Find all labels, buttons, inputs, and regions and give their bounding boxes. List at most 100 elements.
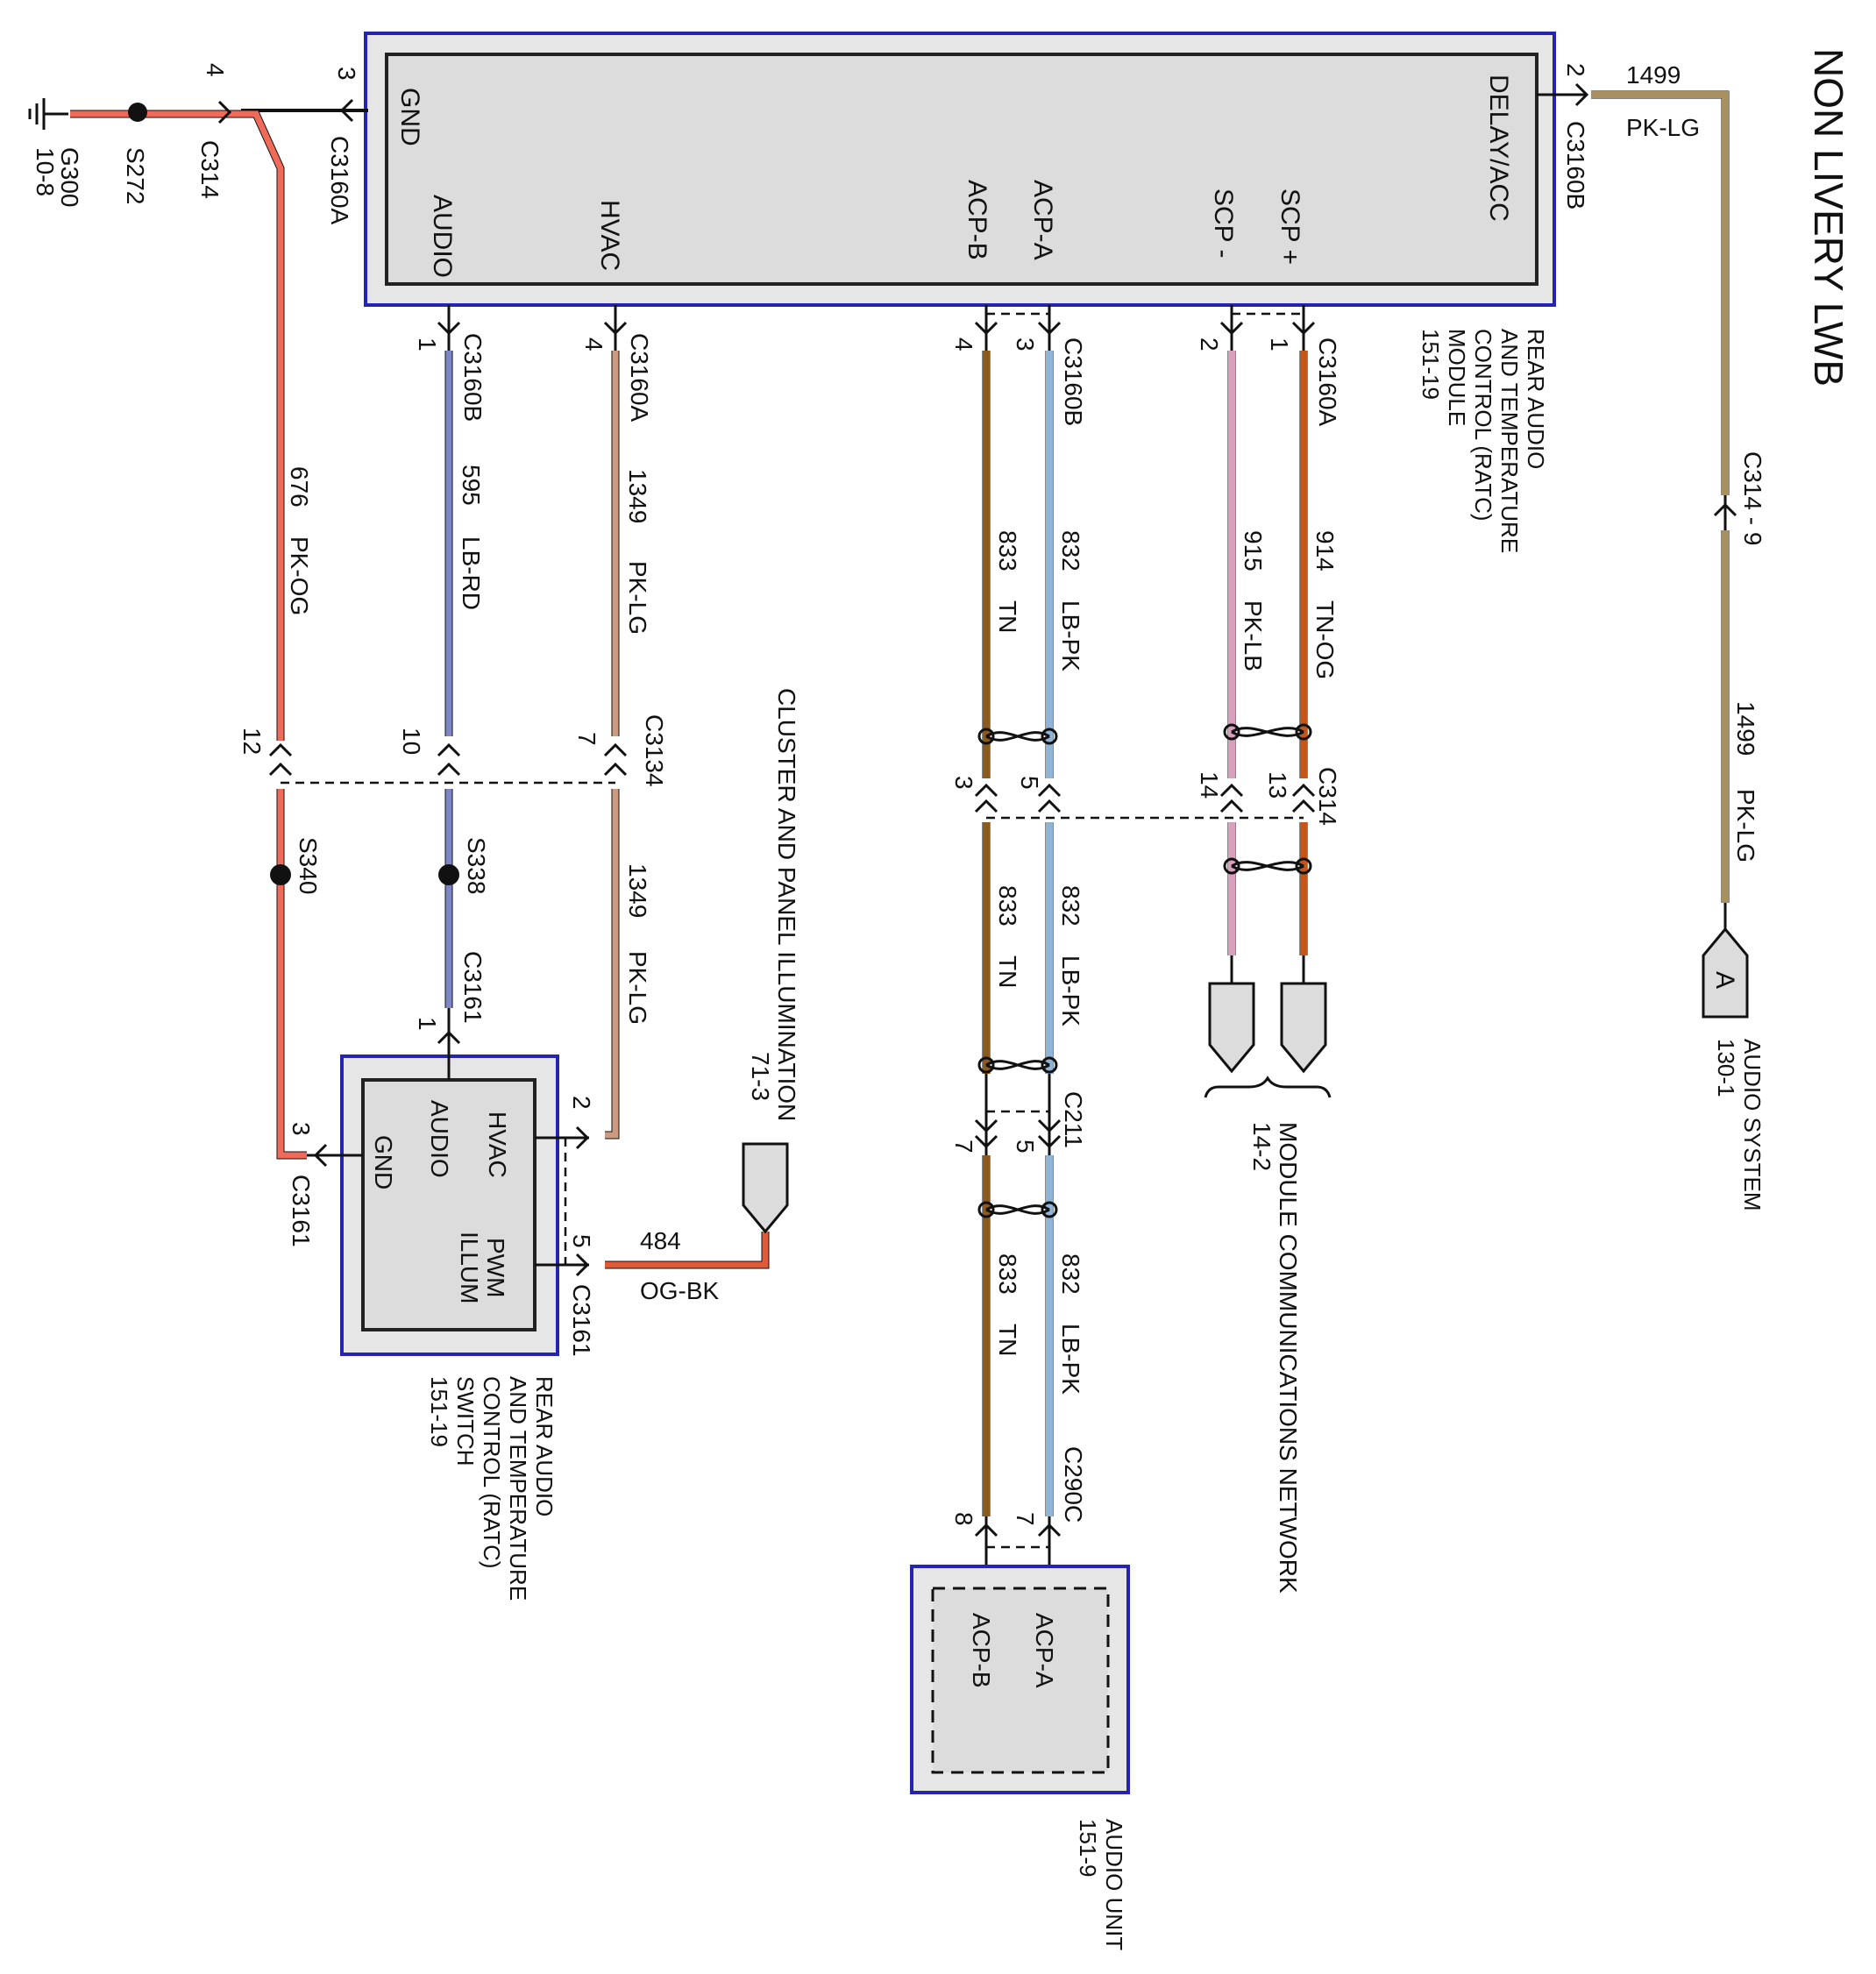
connector-c314-mid-pin-3: 3 (950, 776, 977, 790)
wire-1499a-circuit: 1499 (1626, 61, 1681, 89)
connector-c3160b-acp-b-pin: 4 (950, 337, 977, 351)
connector-c211-pin-7: 7 (950, 1140, 977, 1154)
wire-1499b-circuit: 1499 (1732, 701, 1759, 756)
ratc-pin-audio: AUDIO (428, 195, 457, 278)
svg-text:CONTROL (RATC): CONTROL (RATC) (479, 1376, 505, 1569)
connector-c3160b-delay (1574, 82, 1589, 107)
network-ref-label: MODULE COMMUNICATIONS NETWORK 14-2 (1248, 1122, 1302, 1594)
network-ref-flag-scp-minus[interactable] (1208, 982, 1255, 1074)
connector-c3160a-hvac (603, 321, 628, 336)
switch-pin-gnd: GND (370, 1135, 397, 1189)
ratc-pin-hvac: HVAC (595, 200, 624, 271)
svg-text:CLUSTER AND PANEL ILLUMINATION: CLUSTER AND PANEL ILLUMINATION (773, 688, 800, 1121)
svg-text:AND TEMPERATURE: AND TEMPERATURE (1496, 329, 1523, 553)
ratc-pin-acp-a: ACP-A (1028, 180, 1057, 260)
ground-g300-ref: 10-8 (32, 147, 59, 196)
ratc-pin-gnd: GND (395, 88, 424, 146)
wire-1499a-color: PK-LG (1626, 114, 1700, 141)
connector-c3160a-scp-minus (1219, 321, 1244, 336)
audio-unit-label: AUDIO UNIT 151-9 (1075, 1819, 1127, 1950)
connector-c3160b-audio-label: C3160B (459, 333, 487, 422)
connector-c3134-pin-10: 10 (398, 728, 425, 755)
connector-c314-mid-label: C314 (1314, 767, 1341, 826)
svg-text:REAR AUDIO: REAR AUDIO (531, 1376, 558, 1516)
diagram-title: NON LIVERY LWB (1806, 48, 1851, 387)
cluster-ref-flag[interactable] (742, 1142, 789, 1234)
splice-s338-label: S338 (463, 837, 490, 894)
wire-833c-color: TN (994, 1324, 1021, 1356)
wire-914-color: TN-OG (1311, 600, 1339, 679)
connector-c3160b-acp-a-pin: 3 (1012, 337, 1039, 351)
ratc-pin-acp-b: ACP-B (963, 180, 991, 260)
ratc-pin-scp-plus: SCP + (1276, 188, 1304, 265)
connector-c3160a-hvac-pin: 4 (580, 337, 608, 351)
twisted-pair-acp-2 (977, 1056, 1058, 1074)
cluster-ref-label: CLUSTER AND PANEL ILLUMINATION 71-3 (747, 688, 800, 1121)
svg-text:MODULE: MODULE (1444, 329, 1470, 426)
connector-c3160b-acp-label: C3160B (1060, 337, 1087, 426)
wire-832a-circuit: 832 (1057, 530, 1084, 572)
connector-c3161-hvac-pin: 2 (568, 1096, 595, 1110)
wire-676-color: PK-OG (286, 536, 313, 615)
connector-c211-label: C211 (1060, 1091, 1087, 1148)
connector-c3160b-delay-label: C3160B (1562, 121, 1589, 209)
svg-text:REAR AUDIO: REAR AUDIO (1523, 329, 1549, 469)
connector-c3161-audio (437, 1030, 461, 1045)
twisted-pair-acp-3 (977, 1201, 1058, 1218)
connector-c3160a-ground (339, 98, 354, 123)
switch-pin-illum: ILLUM (456, 1232, 483, 1303)
splice-s340 (270, 864, 291, 885)
ratc-pin-delay-acc: DELAY/ACC (1484, 75, 1513, 222)
audio-unit-pin-acp-a: ACP-A (1031, 1613, 1058, 1688)
connector-c3160a-scp-label: C3160A (1314, 337, 1341, 427)
svg-text:151-19: 151-19 (1418, 329, 1444, 400)
wire-1349-circuit: 1349 (624, 469, 651, 523)
connector-c3160b-delay-pin: 2 (1562, 63, 1589, 77)
connector-c314-ground (217, 100, 232, 124)
wire-833b-color: TN (994, 955, 1021, 988)
switch-pin-audio: AUDIO (426, 1100, 453, 1178)
wire-484-color: OG-BK (640, 1277, 720, 1304)
connector-c290c[interactable] (974, 1523, 1062, 1537)
connector-c3134-pin-12: 12 (238, 728, 266, 755)
connector-c3160b-audio-pin: 1 (414, 337, 441, 351)
audio-system-ref-letter: A (1710, 971, 1739, 989)
network-ref-flag-scp-plus[interactable] (1280, 982, 1327, 1074)
wire-833b-circuit: 833 (994, 885, 1021, 927)
svg-text:AUDIO UNIT: AUDIO UNIT (1101, 1819, 1127, 1950)
splice-s272 (128, 103, 147, 122)
wire-484 (605, 1232, 770, 1269)
svg-text:151-9: 151-9 (1075, 1819, 1101, 1878)
connector-c3160a-scp-plus (1291, 321, 1316, 336)
connector-c314-mid-pin-13: 13 (1264, 771, 1291, 799)
connector-c3161-audio-pin: 1 (414, 1017, 441, 1031)
wire-1349 (605, 351, 620, 1140)
svg-text:151-19: 151-19 (426, 1376, 452, 1447)
splice-s338 (438, 864, 459, 885)
switch-pin-pwm: PWM (482, 1238, 509, 1297)
ratc-switch-label: REAR AUDIO AND TEMPERATURE CONTROL (RATC… (426, 1376, 558, 1601)
connector-c211-pin-5: 5 (1012, 1140, 1039, 1154)
connector-c290c-pin-7: 7 (1012, 1512, 1039, 1526)
ground-g300-label: G300 (56, 147, 83, 208)
ratc-switch-inner (361, 1078, 537, 1331)
connector-c314-label: C314 (196, 140, 224, 199)
connector-c3161-pwm (575, 1253, 590, 1277)
audio-system-ref-flag[interactable] (1702, 927, 1749, 1019)
connector-c3160a-gnd-label: C3160A (326, 136, 353, 225)
wire-915-circuit: 915 (1240, 530, 1267, 572)
audio-unit-pin-acp-b: ACP-B (968, 1613, 995, 1688)
wire-1349b-color: PK-LG (624, 951, 651, 1025)
wire-1349-color: PK-LG (624, 561, 651, 635)
wire-676-circuit: 676 (286, 466, 313, 508)
connector-c3161-hvac (575, 1125, 590, 1150)
wire-833a-circuit: 833 (994, 530, 1021, 572)
connector-c314-mid[interactable] (974, 783, 1316, 813)
connector-c3134[interactable] (268, 742, 628, 777)
connector-c3161-gnd-pin: 3 (288, 1122, 315, 1136)
switch-pin-hvac: HVAC (484, 1111, 511, 1178)
twisted-pair-scp-2 (1223, 857, 1312, 875)
connector-c314-mid-pin-5: 5 (1016, 776, 1043, 790)
connector-c3160a-hvac-label: C3160A (626, 333, 653, 422)
svg-text:AND TEMPERATURE: AND TEMPERATURE (505, 1376, 531, 1601)
